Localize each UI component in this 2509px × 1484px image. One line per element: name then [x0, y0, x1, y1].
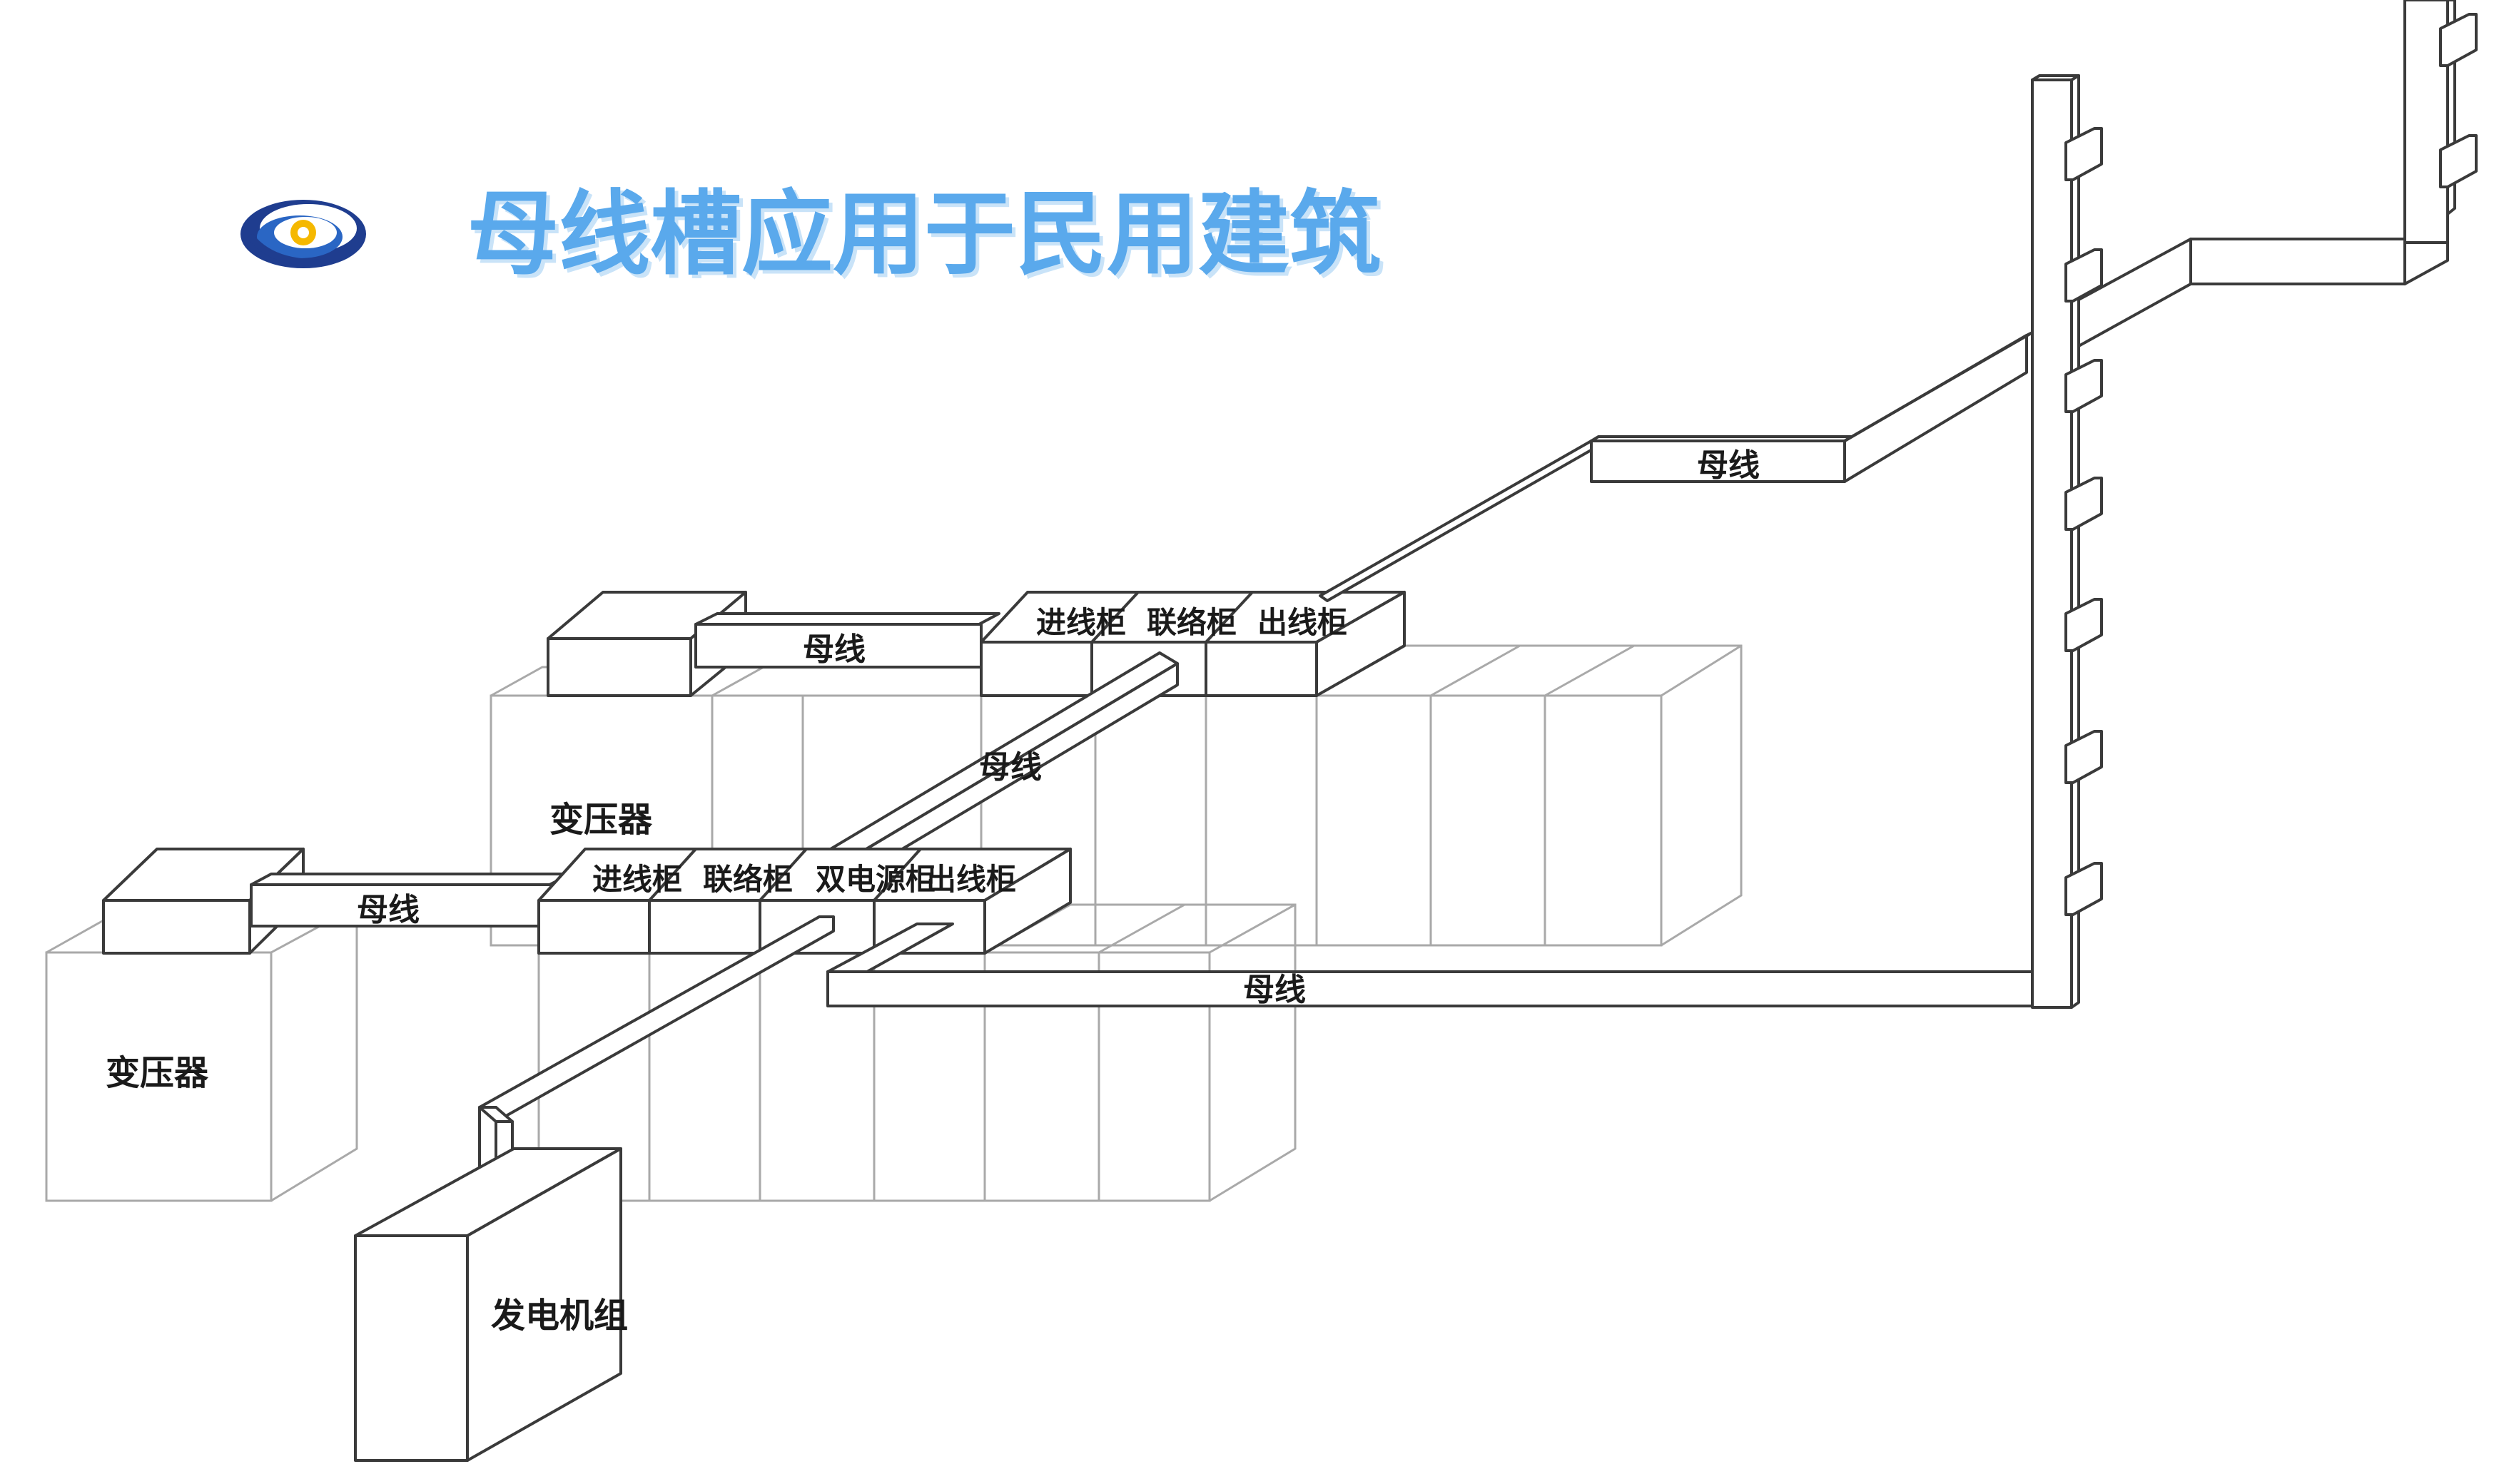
label-upper-outgoing: 出线柜 [1257, 605, 1347, 640]
label-busbar-top-riser: 母线 [1697, 447, 1760, 484]
busbar-lower-transformer [250, 873, 572, 928]
label-lower-dual-power: 双电源柜 [816, 862, 936, 897]
label-transformer-bottom: 变压器 [106, 1053, 209, 1093]
diagram-labels: 变压器 变压器 发电机组 母线 母线 母线 母线 母线 进线柜 联络柜 出线柜 … [106, 447, 1760, 1336]
vertical-riser-main [2031, 74, 2080, 1009]
label-busbar-upper-left: 母线 [803, 631, 866, 668]
page-title: 母线槽应用于民用建筑 [471, 185, 1384, 291]
busbar-bottom-riser [826, 923, 2074, 1007]
riser-branch-right [2077, 0, 2456, 347]
label-lower-tie: 联络柜 [703, 862, 793, 897]
busbar-system [102, 0, 2478, 1462]
generator-set [354, 1147, 622, 1462]
busbar-top-riser [1319, 330, 2035, 602]
logo-icon [240, 200, 366, 268]
label-upper-tie: 联络柜 [1147, 605, 1237, 640]
label-generator: 发电机组 [491, 1296, 628, 1336]
label-lower-incoming: 进线柜 [592, 862, 682, 897]
label-busbar-lower-left: 母线 [357, 892, 420, 928]
label-transformer-top: 变压器 [549, 800, 653, 840]
page-title-main: 母线槽应用于民用建筑 [467, 181, 1381, 288]
label-lower-outgoing: 出线柜 [926, 862, 1016, 897]
label-busbar-diagonal: 母线 [979, 749, 1042, 786]
busbar-upper-transformer [694, 612, 1000, 669]
label-busbar-bottom-riser: 母线 [1243, 972, 1306, 1008]
upper-switch-row [980, 591, 1406, 697]
label-upper-incoming: 进线柜 [1036, 605, 1126, 640]
plug-in-boxes [2064, 13, 2478, 916]
